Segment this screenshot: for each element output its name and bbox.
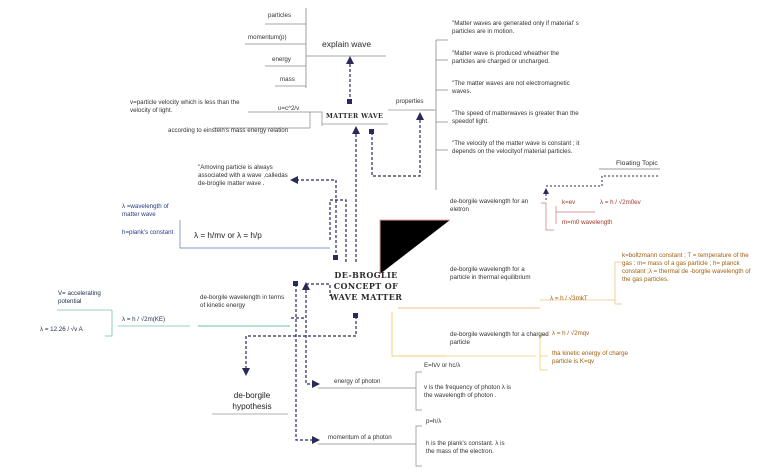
explain-wave-title: explain wave: [322, 39, 372, 49]
electron-m: m=m0 wavelength: [562, 219, 613, 226]
electron-k: k=ev: [562, 199, 576, 206]
electron-wavelength-label: de-borgile wavelength for an eletron: [450, 198, 529, 213]
lambda-definition: λ =wavelength of matter wave: [122, 203, 169, 218]
kinetic-formula: λ = h / √2m(KE): [122, 316, 166, 323]
photon-energy-note: v is the frequency of photon λ is the wa…: [424, 384, 512, 399]
central-title-line-2: CONCEPT OF: [333, 281, 399, 291]
photon-energy-label: energy of photon: [334, 378, 381, 385]
moving-particle-note: "Amoving particle is always associated w…: [198, 164, 288, 187]
velocity-note: v=particle velocity which is less than t…: [130, 99, 240, 114]
central-topic[interactable]: DE-BROGLIE CONCEPT OF WAVE MATTER: [326, 270, 406, 303]
charged-formula: λ = h / √2mqv: [552, 330, 590, 337]
thermal-wavelength-label: de-borgile wavelength for a particle in …: [450, 266, 531, 281]
property-item-1: "Matter waves are generated only if mate…: [452, 20, 579, 35]
accelerating-potential-note: V= accelerating potential: [58, 290, 101, 305]
main-formula: λ = h/mv or λ = h/p: [194, 231, 262, 240]
h-definition: h=plank's constant: [122, 229, 174, 236]
matter-wave-formula: υ=c^2/v: [278, 105, 300, 112]
central-title-line-1: DE-BROGLIE: [334, 270, 398, 280]
explain-item-particles: particles: [268, 12, 292, 19]
matter-wave-title: MATTER WAVE: [326, 113, 384, 120]
property-item-5: "The velocity of the matter wave is cons…: [452, 140, 580, 155]
property-item-2: "Matter wave is produced wheather the pa…: [452, 50, 560, 65]
photon-energy-formula: E=h/v or hc/λ: [424, 362, 461, 369]
property-item-3: "The matter waves are not electromagneti…: [452, 80, 570, 95]
kinetic-wavelength-label: de-borgile wavelength in terms of kineti…: [200, 294, 285, 309]
kinetic-formula-numeric: λ = 12.26 / √v A: [40, 326, 83, 333]
explain-item-mass: mass: [280, 76, 295, 83]
properties-label: properties: [396, 98, 424, 105]
floating-topic[interactable]: Floating Topic: [616, 160, 658, 167]
electron-formula: λ = h / √2m0ev: [600, 199, 641, 206]
property-item-4: "The speed of matterwaves is greater tha…: [452, 110, 579, 125]
einstein-relation: according to einstein's mass energy rela…: [168, 127, 289, 134]
central-title-line-3: WAVE MATTER: [329, 292, 403, 302]
explain-item-momentum: momentum(p): [248, 34, 287, 41]
charged-note: tha kinetic energy of charge particle is…: [552, 350, 629, 365]
charged-wavelength-label: de-borgile wavelength for a charged part…: [450, 331, 549, 346]
thermal-note: k=boltzmann constant ; T = temperature o…: [622, 252, 751, 283]
thermal-formula: λ = h / √3mkT: [550, 295, 588, 302]
photon-momentum-note: h is the plank's constant. λ is the mass…: [426, 440, 505, 455]
hypothesis-title: de-borgile hypothesis: [232, 391, 272, 411]
photon-momentum-formula: p=h/λ: [426, 418, 442, 425]
photon-momentum-label: momentum of a photon: [328, 434, 392, 441]
explain-item-energy: energy: [272, 56, 291, 63]
